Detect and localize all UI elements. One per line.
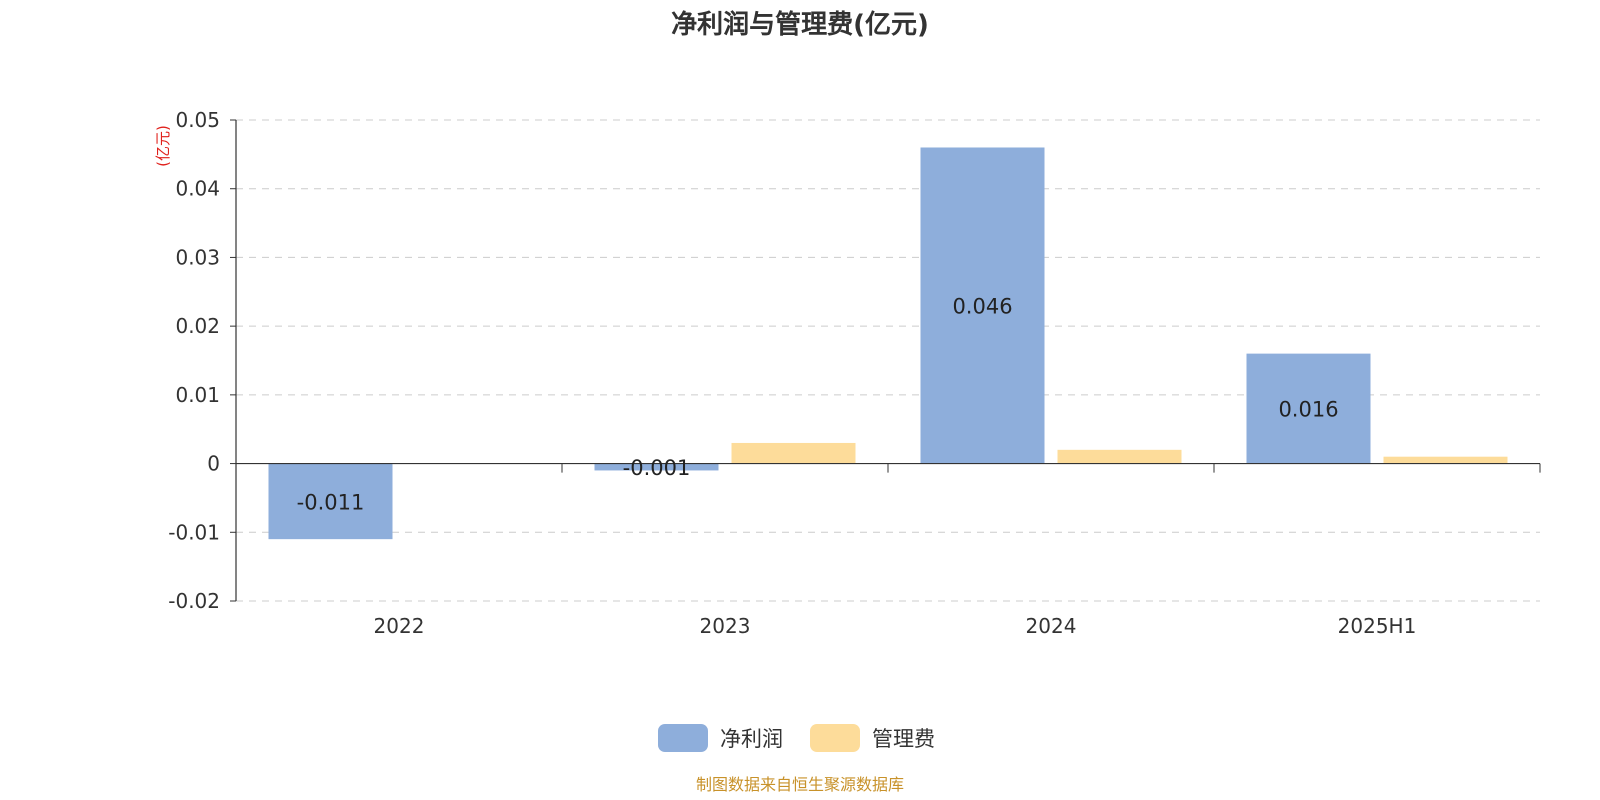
bar-1-2024	[1057, 449, 1182, 464]
bar-1-2025H1	[1383, 456, 1508, 464]
x-tick-label: 2024	[1026, 614, 1077, 638]
y-tick-label: 0	[207, 452, 220, 476]
bar-0-2022	[268, 463, 393, 540]
y-tick-label: -0.01	[168, 520, 220, 544]
data-label: -0.001	[623, 456, 691, 480]
legend-label: 管理费	[872, 727, 935, 751]
y-axis-label: (亿元)	[154, 125, 172, 167]
x-tick-label: 2023	[700, 614, 751, 638]
x-ticks: 2022 2023 2024 2025H1	[235, 463, 1541, 638]
data-label: -0.011	[297, 490, 365, 514]
y-tick-label: 0.05	[175, 108, 220, 132]
legend-swatch	[658, 724, 708, 752]
data-label: 0.046	[952, 295, 1012, 319]
bar-1-2023	[731, 442, 856, 464]
y-ticks: -0.02 -0.01 0 0.01 0.02 0.03 0.04 0.05	[168, 108, 236, 613]
legend-label: 净利润	[720, 727, 783, 751]
grid-lines	[236, 119, 1540, 602]
y-tick-label: 0.02	[175, 314, 220, 338]
data-labels: -0.011 -0.001 0.046 0.016	[297, 295, 1339, 515]
y-tick-label: -0.02	[168, 589, 220, 613]
bar-0-2023	[594, 463, 719, 471]
legend-swatch	[810, 724, 860, 752]
source-note: 制图数据来自恒生聚源数据库	[696, 775, 904, 794]
x-tick-label: 2022	[374, 614, 425, 638]
y-tick-label: 0.03	[175, 245, 220, 269]
x-tick-label: 2025H1	[1338, 614, 1417, 638]
legend: 净利润 管理费	[658, 724, 935, 752]
bar-0-2025H1	[1246, 353, 1371, 464]
chart-title: 净利润与管理费(亿元)	[671, 9, 929, 40]
bars	[268, 147, 1508, 540]
data-label: 0.016	[1278, 398, 1338, 422]
y-tick-label: 0.01	[175, 383, 220, 407]
bar-0-2024	[920, 147, 1045, 464]
y-tick-label: 0.04	[175, 177, 220, 201]
